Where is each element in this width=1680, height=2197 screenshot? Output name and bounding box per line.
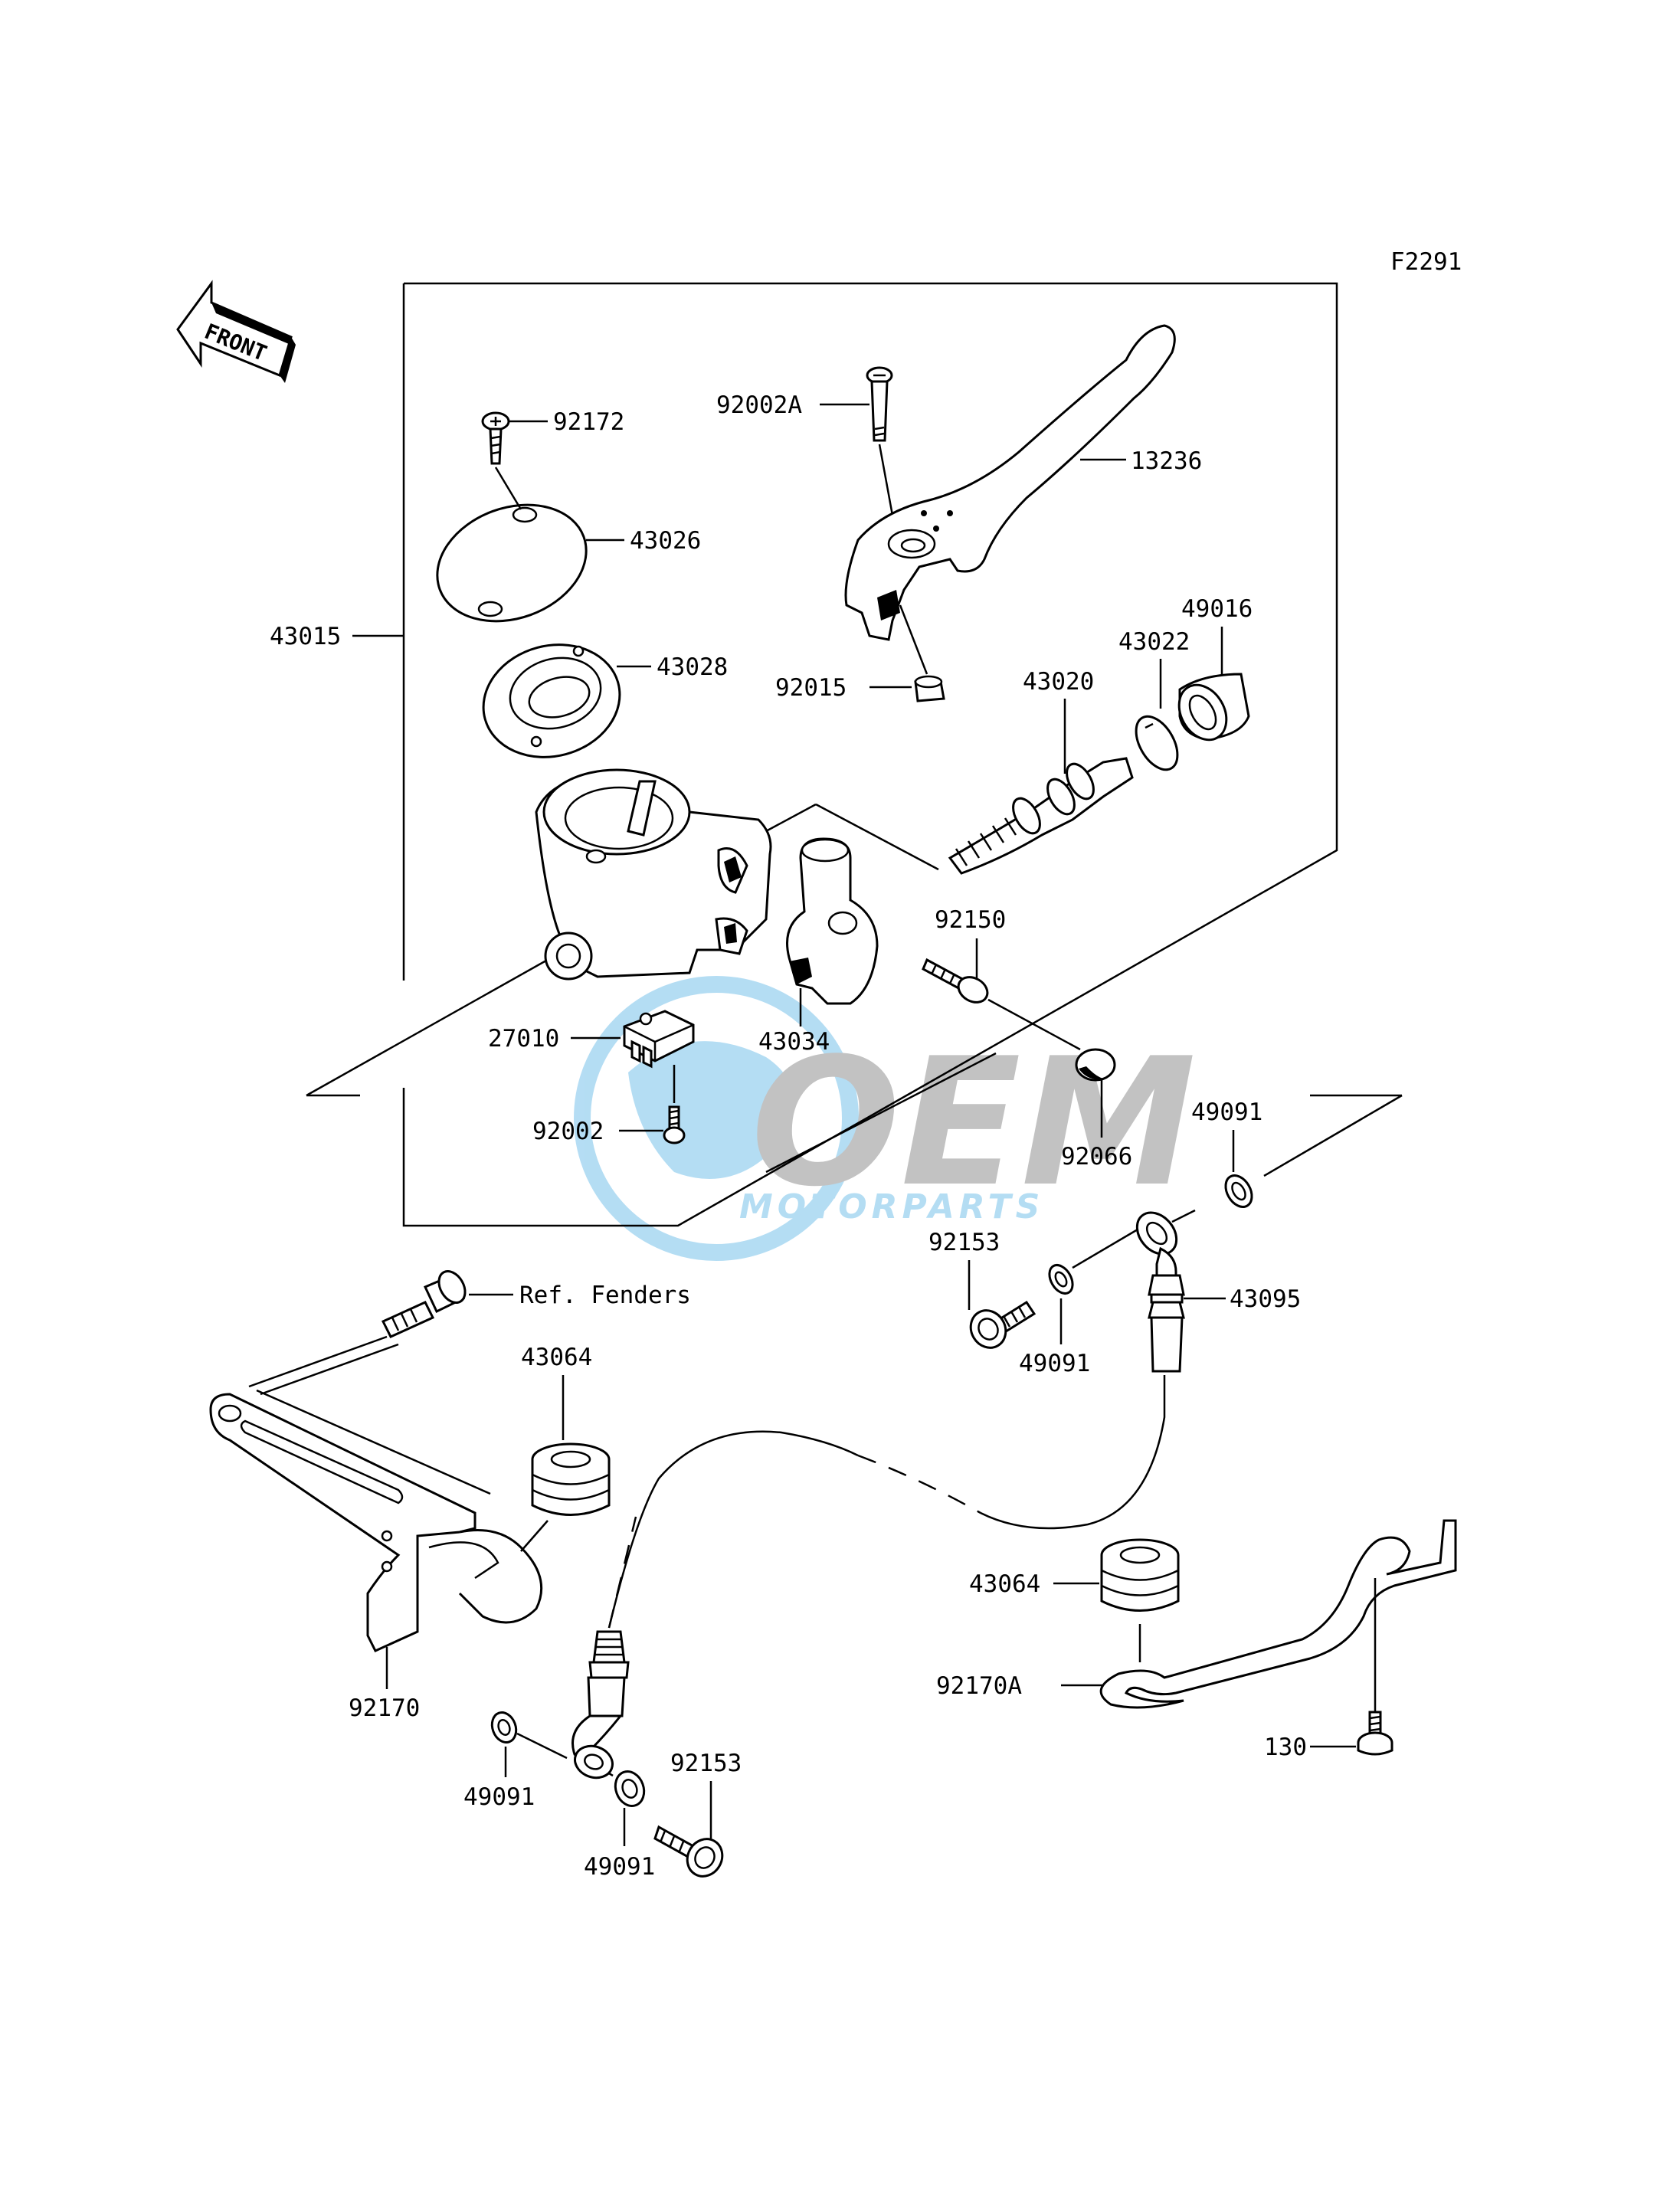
label-92015: 92015 — [775, 674, 847, 702]
reservoir-cap-43026 — [436, 503, 588, 623]
bracket-92170 — [209, 1389, 543, 1652]
label-49091-lower-right: 49091 — [584, 1853, 655, 1881]
nut-92015 — [914, 675, 945, 702]
label-43034: 43034 — [758, 1028, 830, 1056]
bolt-ref-fenders — [381, 1270, 467, 1338]
boot-49016 — [1177, 673, 1250, 742]
label-49016: 49016 — [1181, 595, 1253, 623]
label-43022: 43022 — [1118, 628, 1190, 656]
grommet-43064-left — [531, 1442, 611, 1516]
watermark-globe-icon — [574, 976, 859, 1261]
brake-hose — [607, 1430, 859, 1629]
washer-49091-lower-right — [614, 1770, 646, 1807]
banjo-bolt-92153-top — [969, 1300, 1036, 1349]
watermark-brand: OEM — [751, 1021, 1197, 1226]
label-92002: 92002 — [532, 1118, 604, 1145]
brake-switch-27010 — [623, 1010, 695, 1069]
label-43064-right: 43064 — [969, 1570, 1040, 1598]
washer-49091-lower-left — [490, 1711, 518, 1744]
label-92150: 92150 — [935, 906, 1006, 934]
diaphragm-43028 — [482, 643, 621, 758]
front-arrow-icon: FRONT — [176, 280, 296, 383]
watermark-subtitle: MOTORPARTS — [739, 1187, 1044, 1226]
hose-fitting-lower — [571, 1630, 630, 1780]
label-49091-mid: 49091 — [1019, 1350, 1090, 1377]
label-43026: 43026 — [630, 527, 701, 555]
label-43020: 43020 — [1023, 668, 1094, 696]
diagram-code: F2291 — [1390, 248, 1462, 276]
label-43095: 43095 — [1230, 1285, 1301, 1313]
circlip-43022 — [1135, 715, 1179, 771]
hose-fitting-43095 — [1135, 1211, 1185, 1373]
label-49091-lower-left: 49091 — [463, 1783, 535, 1811]
label-92170: 92170 — [349, 1694, 420, 1722]
pivot-bolt-92002A — [866, 366, 893, 442]
label-49091-top: 49091 — [1191, 1098, 1262, 1126]
screw-92002 — [663, 1105, 686, 1144]
label-92153-top: 92153 — [928, 1229, 1000, 1256]
clamp-43034 — [786, 837, 879, 1005]
label-130: 130 — [1264, 1734, 1307, 1761]
label-92066: 92066 — [1061, 1143, 1132, 1171]
master-cylinder-body — [535, 768, 772, 981]
banjo-bolt-92153-lower — [653, 1825, 724, 1878]
brake-lever-13236 — [844, 324, 1176, 641]
bracket-92170A — [1099, 1519, 1457, 1709]
label-92002A: 92002A — [716, 391, 802, 419]
watermark: OEM MOTORPARTS — [574, 976, 1197, 1261]
label-13236: 13236 — [1131, 447, 1202, 475]
label-92153-lower: 92153 — [670, 1750, 742, 1777]
washer-49091-top — [1224, 1174, 1253, 1208]
label-43028: 43028 — [657, 653, 728, 681]
screw-92172 — [481, 411, 510, 465]
bolt-130 — [1357, 1711, 1393, 1756]
screw-92150 — [922, 958, 989, 1004]
label-92170A: 92170A — [936, 1672, 1022, 1700]
assembly-frame — [402, 282, 1338, 1227]
cap-92066 — [1075, 1048, 1116, 1082]
label-43064-left: 43064 — [521, 1344, 592, 1371]
piston-43020 — [948, 757, 1134, 875]
label-ref-fenders: Ref. Fenders — [519, 1282, 691, 1309]
label-43015: 43015 — [270, 623, 341, 650]
label-92172: 92172 — [553, 408, 624, 436]
grommet-43064-right — [1100, 1538, 1180, 1612]
label-27010: 27010 — [488, 1025, 559, 1053]
washer-49091-mid — [1048, 1264, 1074, 1295]
